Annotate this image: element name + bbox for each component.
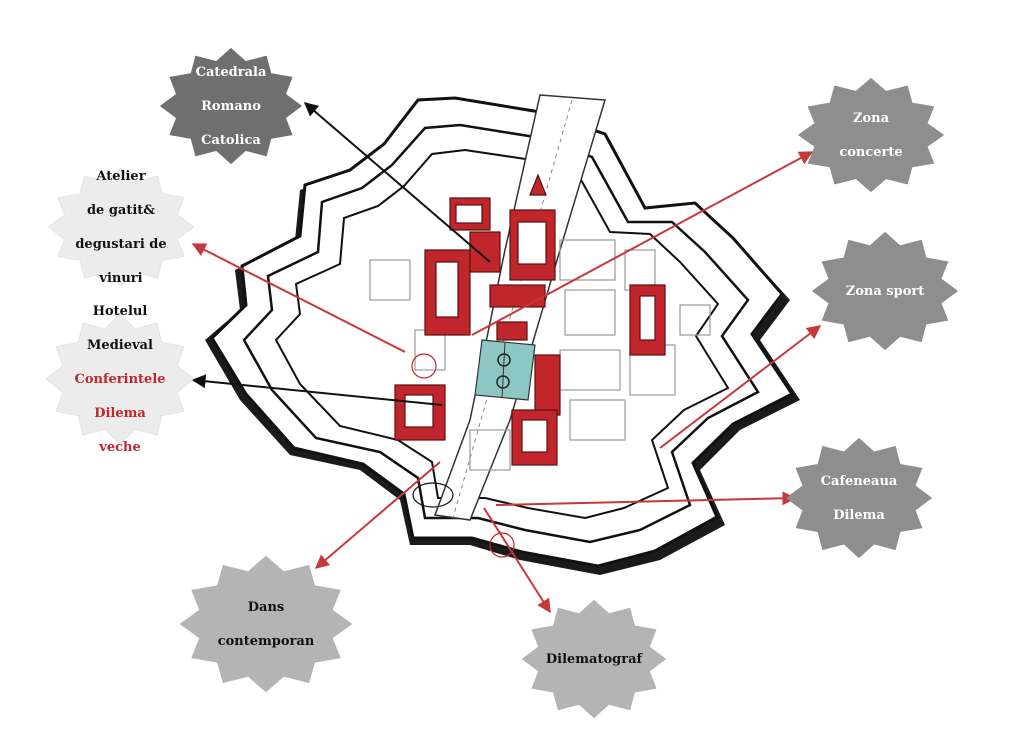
label-line: de gatit& xyxy=(86,202,156,218)
burst-shape-icon xyxy=(159,47,303,165)
label-line: Zona sport xyxy=(845,283,925,299)
badge-atelier: Atelier de gatit& degustari de vinuri xyxy=(47,167,195,287)
arrow-hotelul xyxy=(191,374,443,406)
arrow-dilematograf xyxy=(483,507,551,614)
arrows xyxy=(191,102,822,614)
label-line: Zona xyxy=(852,110,890,126)
road-centerline xyxy=(452,99,573,519)
badge-zona-sport: Zona sport xyxy=(811,231,959,351)
fortress-plan xyxy=(205,94,800,575)
badge-hotelul-label: Hotelul Medieval Conferintele Dilema vec… xyxy=(74,286,165,473)
badge-zona-sport-label: Zona sport xyxy=(846,266,925,317)
badge-dilematograf: Dilematograf xyxy=(521,599,667,719)
label-accent-line: veche xyxy=(99,439,141,455)
courtyard-statue xyxy=(496,375,510,389)
badge-zona-concerte: Zona concerte xyxy=(797,77,945,193)
event-circle-west xyxy=(411,353,437,379)
arrow-atelier xyxy=(191,243,406,353)
label-line: Dilematograf xyxy=(545,651,643,667)
label-line: degustari de xyxy=(75,236,167,252)
burst-shape-icon xyxy=(179,555,353,693)
badge-catedrala-label: Catedrala Romano Catolica xyxy=(196,47,267,166)
gate-bastion xyxy=(412,482,454,508)
label-accent-line: Conferintele xyxy=(74,371,166,387)
burst-shape-icon xyxy=(45,313,195,445)
label-line: Catedrala xyxy=(195,64,267,80)
badge-dans: Dans contemporan xyxy=(179,555,353,693)
burst-shape-icon xyxy=(47,167,195,287)
town-blocks xyxy=(369,239,711,471)
badge-hotelul: Hotelul Medieval Conferintele Dilema vec… xyxy=(45,304,195,455)
event-circle-south xyxy=(489,532,515,558)
label-line: Dans xyxy=(247,599,285,615)
burst-shape-icon xyxy=(785,437,933,559)
badge-catedrala: Catedrala Romano Catolica xyxy=(159,47,303,166)
badge-dilematograf-label: Dilematograf xyxy=(546,634,642,685)
burst-shape-icon xyxy=(521,599,667,719)
courtyard-fountain xyxy=(497,353,511,367)
label-line: Romano xyxy=(201,98,261,114)
label-line: vinuri xyxy=(99,270,143,286)
badge-dans-label: Dans contemporan xyxy=(218,582,315,667)
label-line: Hotelul xyxy=(92,303,148,319)
badge-cafeneaua: Cafeneaua Dilema xyxy=(785,437,933,559)
badge-zona-concerte-label: Zona concerte xyxy=(839,93,902,178)
red-buildings xyxy=(394,173,666,466)
central-courtyard xyxy=(474,339,536,401)
label-line: concerte xyxy=(839,144,903,160)
badge-atelier-label: Atelier de gatit& degustari de vinuri xyxy=(75,151,166,304)
label-line: Dilema xyxy=(833,507,885,523)
label-accent-line: Dilema xyxy=(94,405,146,421)
label-line: Catolica xyxy=(201,132,261,148)
arrow-cafeneaua xyxy=(495,491,797,506)
label-line: Medieval xyxy=(87,337,153,353)
label-line: Cafeneaua xyxy=(820,473,898,489)
arrow-zona-concerte xyxy=(471,151,814,336)
burst-shape-icon xyxy=(797,77,945,193)
label-line: contemporan xyxy=(217,633,315,649)
arrow-dans xyxy=(314,461,441,569)
arrow-catedrala xyxy=(303,102,491,263)
fortress-middle-wall xyxy=(242,123,760,544)
label-line: Atelier xyxy=(96,168,146,184)
burst-shape-icon xyxy=(811,231,959,351)
badge-cafeneaua-label: Cafeneaua Dilema xyxy=(821,456,898,541)
arrow-zona-sport xyxy=(659,325,822,449)
